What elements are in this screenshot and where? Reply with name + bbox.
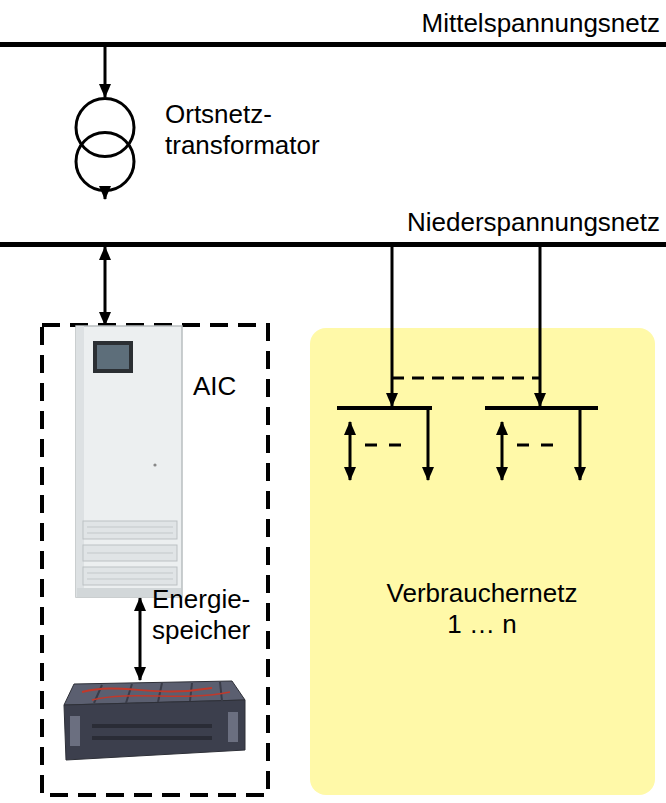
node-label: Energie- speicher	[152, 584, 260, 646]
consumer-network: Verbrauchernetz 1 … n	[310, 328, 655, 795]
power-flow-arrow	[104, 247, 107, 325]
power-flow-arrow	[139, 598, 142, 680]
node-label: Verbrauchernetz 1 … n	[382, 578, 582, 640]
transformer: Ortsnetz- transformator	[68, 97, 142, 193]
storage-system-frame	[42, 325, 268, 795]
load-feeder	[427, 410, 430, 480]
inverter-cabinet	[75, 325, 183, 598]
transformer-symbol	[68, 97, 142, 193]
dashed-continuation	[517, 444, 565, 447]
sub-busbar	[337, 406, 432, 410]
node-label: Niederspannungsnetz	[0, 207, 660, 238]
sub-busbar	[485, 406, 598, 410]
dashed-continuation	[392, 377, 540, 380]
node-label: Ortsnetz- transformator	[165, 99, 335, 161]
node-label: Mittelspannungsnetz	[0, 8, 660, 39]
load-feeder	[579, 410, 582, 480]
power-flow-arrow	[539, 247, 542, 406]
consumer-region	[310, 328, 655, 795]
power-flow-arrow	[391, 247, 394, 406]
battery-pack	[62, 680, 247, 762]
energy-storage: Energie- speicher	[62, 680, 247, 762]
power-flow-arrow	[104, 47, 107, 97]
dashed-continuation	[365, 444, 413, 447]
bidirectional-feeder	[501, 422, 504, 480]
aic-unit: AIC	[75, 325, 183, 598]
busbar-low-voltage: Niederspannungsnetz	[0, 199, 666, 247]
bidirectional-feeder	[349, 422, 352, 480]
busbar-medium-voltage: Mittelspannungsnetz	[0, 0, 666, 47]
node-label: AIC	[193, 371, 263, 402]
